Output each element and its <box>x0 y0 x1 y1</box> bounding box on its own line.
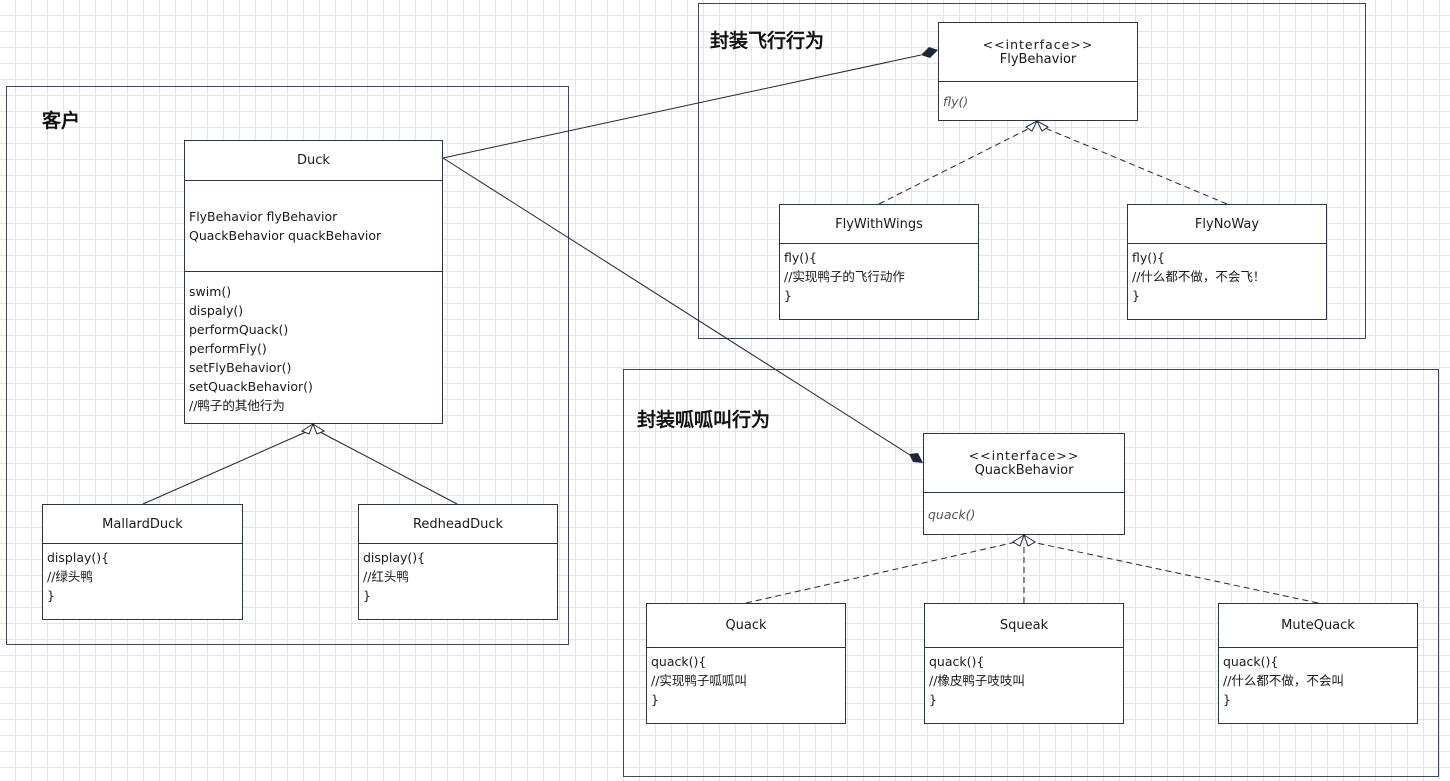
realization-arrow-quack-b <box>1023 533 1036 547</box>
class-duck-methods: swim() dispaly() performQuack() performF… <box>185 272 442 418</box>
interface-stereotype: <<interface>> <box>968 448 1080 463</box>
class-mute-quack-header: MuteQuack <box>1219 604 1417 648</box>
class-mute-quack-name: MuteQuack <box>1281 618 1355 633</box>
body-line: } <box>47 588 55 603</box>
class-duck-header: Duck <box>185 141 442 181</box>
realization-arrow-fly-b <box>1035 119 1049 132</box>
interface-fly-header: <<interface>> FlyBehavior <box>939 23 1137 82</box>
body-line: } <box>651 692 659 707</box>
realization-line-fly-with-wings <box>878 127 1031 205</box>
realization-line-fly-no-way <box>1044 127 1228 205</box>
body-line: //绿头鸭 <box>47 569 93 584</box>
interface-quack-behavior[interactable]: <<interface>> QuackBehavior quack() <box>923 433 1125 535</box>
body-line: display(){ <box>47 550 110 565</box>
interface-fly-name: FlyBehavior <box>999 52 1077 67</box>
method: setQuackBehavior() <box>189 379 313 394</box>
class-redhead-name: RedheadDuck <box>412 516 504 532</box>
class-mute-quack-body: quack(){ //什么都不做，不会叫 } <box>1219 648 1417 712</box>
interface-stereotype: <<interface>> <box>982 37 1094 52</box>
interface-fly-behavior[interactable]: <<interface>> FlyBehavior fly() <box>938 22 1138 121</box>
class-fly-with-wings[interactable]: FlyWithWings fly(){ //实现鸭子的飞行动作 } <box>779 204 979 320</box>
group-quack-behavior <box>623 369 1439 777</box>
attribute: FlyBehavior flyBehavior <box>189 209 338 224</box>
interface-quack-name: QuackBehavior <box>974 463 1074 478</box>
body-line: //实现鸭子呱呱叫 <box>651 673 747 688</box>
inheritance-line-redhead <box>319 431 458 505</box>
body-line: } <box>929 692 937 707</box>
method: setFlyBehavior() <box>189 360 292 375</box>
composition-line-fly <box>442 54 922 159</box>
realization-arrow-fly-a <box>1025 119 1039 132</box>
class-duck-attributes: FlyBehavior flyBehavior QuackBehavior qu… <box>185 181 442 272</box>
composition-diamond-quack <box>909 453 923 463</box>
realization-line-quack <box>745 541 1017 604</box>
class-fly-no-way-header: FlyNoWay <box>1128 205 1326 244</box>
method: swim() <box>189 284 232 299</box>
method: quack() <box>928 507 976 522</box>
class-mallard-name: MallardDuck <box>102 516 183 532</box>
class-fly-with-wings-header: FlyWithWings <box>780 205 978 244</box>
class-fly-no-way[interactable]: FlyNoWay fly(){ //什么都不做，不会飞！ } <box>1127 204 1327 320</box>
composition-diamond-fly <box>921 47 938 58</box>
class-fly-no-way-body: fly(){ //什么都不做，不会飞！ } <box>1128 244 1326 308</box>
method: performFly() <box>189 341 267 356</box>
body-line: quack(){ <box>1223 654 1279 669</box>
body-line: fly(){ <box>784 250 817 265</box>
class-duck[interactable]: Duck FlyBehavior flyBehavior QuackBehavi… <box>184 140 443 424</box>
group-client-title: 客户 <box>42 110 81 132</box>
class-fly-with-wings-name: FlyWithWings <box>835 216 923 232</box>
body-line: quack(){ <box>929 654 985 669</box>
inheritance-arrow-duck-b <box>311 422 326 435</box>
method: performQuack() <box>189 322 289 337</box>
group-quack-title: 封装呱呱叫行为 <box>637 409 771 431</box>
class-squeak-name: Squeak <box>999 618 1049 633</box>
body-line: quack(){ <box>651 654 707 669</box>
method: dispaly() <box>189 303 244 318</box>
body-line: } <box>784 288 792 303</box>
class-redhead-header: RedheadDuck <box>359 505 557 544</box>
body-line: display(){ <box>363 550 426 565</box>
class-mallard-duck[interactable]: MallardDuck display(){ //绿头鸭 } <box>42 504 243 620</box>
realization-line-mute-quack <box>1031 541 1319 604</box>
class-duck-name: Duck <box>297 153 330 168</box>
interface-fly-methods: fly() <box>939 82 1137 114</box>
class-squeak-body: quack(){ //橡皮鸭子吱吱叫 } <box>925 648 1123 712</box>
class-squeak[interactable]: Squeak quack(){ //橡皮鸭子吱吱叫 } <box>924 603 1124 724</box>
class-redhead-body: display(){ //红头鸭 } <box>359 544 557 608</box>
body-line: } <box>363 588 371 603</box>
inheritance-line-mallard <box>142 431 307 505</box>
class-quack-header: Quack <box>647 604 845 648</box>
attribute: QuackBehavior quackBehavior <box>189 228 382 243</box>
class-redhead-duck[interactable]: RedheadDuck display(){ //红头鸭 } <box>358 504 558 620</box>
composition-line-quack <box>442 157 911 456</box>
inheritance-arrow-duck-a <box>300 422 315 435</box>
class-fly-no-way-name: FlyNoWay <box>1194 216 1260 232</box>
method: fly() <box>943 94 969 109</box>
class-fly-with-wings-body: fly(){ //实现鸭子的飞行动作 } <box>780 244 978 308</box>
body-line: } <box>1223 692 1231 707</box>
body-line: //实现鸭子的飞行动作 <box>784 269 905 284</box>
body-line: //红头鸭 <box>363 569 409 584</box>
class-mallard-header: MallardDuck <box>43 505 242 544</box>
group-client <box>6 86 569 645</box>
group-fly-title: 封装飞行行为 <box>710 30 825 52</box>
class-squeak-header: Squeak <box>925 604 1123 648</box>
realization-arrow-quack-a <box>1012 533 1025 547</box>
body-line: //什么都不做，不会叫 <box>1223 673 1344 688</box>
body-line: fly(){ <box>1132 250 1165 265</box>
class-mute-quack[interactable]: MuteQuack quack(){ //什么都不做，不会叫 } <box>1218 603 1418 724</box>
class-quack[interactable]: Quack quack(){ //实现鸭子呱呱叫 } <box>646 603 846 724</box>
interface-quack-header: <<interface>> QuackBehavior <box>924 434 1124 493</box>
body-line: } <box>1132 288 1140 303</box>
interface-quack-methods: quack() <box>924 493 1124 527</box>
group-fly-behavior <box>698 3 1366 339</box>
class-quack-name: Quack <box>725 618 767 633</box>
body-line: //什么都不做，不会飞！ <box>1132 269 1266 284</box>
class-quack-body: quack(){ //实现鸭子呱呱叫 } <box>647 648 845 712</box>
body-line: //橡皮鸭子吱吱叫 <box>929 673 1025 688</box>
method-comment: //鸭子的其他行为 <box>189 398 285 413</box>
class-mallard-body: display(){ //绿头鸭 } <box>43 544 242 608</box>
